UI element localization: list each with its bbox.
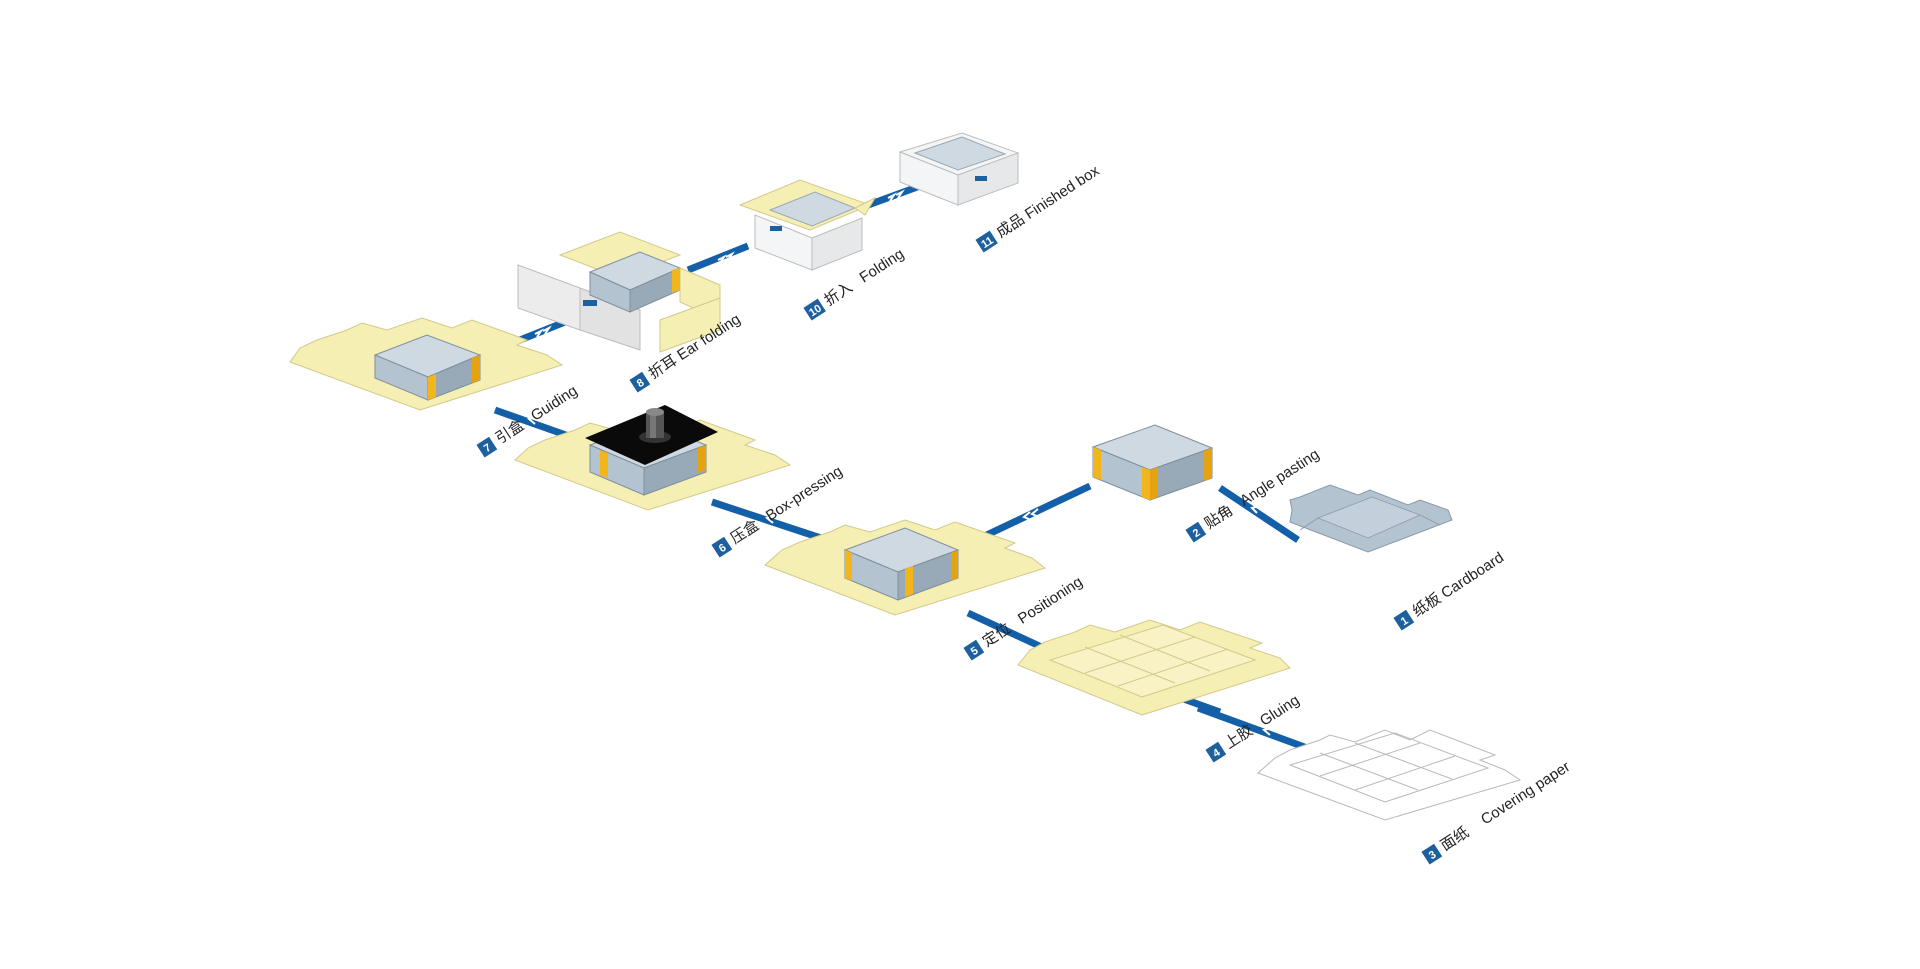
glued-paper-illustration: [1017, 619, 1291, 716]
step-number: 3: [1427, 849, 1439, 862]
step-badge-6: [711, 536, 733, 558]
step-badge-1: [1393, 609, 1415, 631]
positioned-box-illustration: [764, 519, 1047, 616]
press-ram-icon: [639, 408, 671, 443]
covering-paper-illustration: [1257, 729, 1522, 821]
step-badge-5: [963, 639, 985, 661]
flow-line-3-4: [1196, 704, 1320, 756]
chevron-arrow-icon: [1250, 505, 1260, 514]
step-badge-4: [1205, 741, 1227, 763]
step-number: 5: [969, 645, 981, 658]
step-en-label: Gluing: [1257, 692, 1303, 730]
step-zh-label: 面纸: [1438, 824, 1472, 855]
step-en-label: Box-pressing: [763, 463, 846, 525]
angle-pasted-box: [1091, 424, 1214, 501]
step-number: 7: [482, 442, 494, 455]
step-number: 6: [717, 542, 729, 555]
box-pressing-illustration: [514, 405, 792, 511]
step-en-label: Positioning: [1015, 573, 1086, 627]
brand-logo-icon: [770, 226, 782, 231]
chevron-arrow-icon: [725, 251, 735, 261]
step-label-1: 1 纸板 Cardboard: [1393, 549, 1507, 631]
cardboard-illustration: [1289, 484, 1453, 553]
finished-box-illustration: [898, 132, 1020, 206]
step-badge-7: [476, 436, 498, 458]
ear-folding-illustration: [517, 231, 721, 353]
step-badge-2: [1185, 521, 1207, 543]
step-badge-10: [803, 298, 826, 321]
brand-logo-icon: [975, 176, 987, 181]
step-zh-label: 纸板: [1409, 589, 1444, 620]
step-number: 8: [635, 377, 647, 390]
step-en-label: Guiding: [528, 382, 581, 424]
step-en-label: Finished box: [1022, 162, 1103, 223]
chevron-arrow-icon: [526, 416, 537, 425]
step-zh-label: 折耳: [646, 352, 680, 383]
chevron-arrow-icon: [717, 254, 727, 264]
chevron-arrow-icon: [887, 192, 897, 202]
flow-line-1-2: [1218, 485, 1300, 543]
chevron-arrow-icon: [1022, 511, 1032, 521]
chevron-arrow-icon: [764, 515, 775, 524]
step-number: 1: [1399, 615, 1411, 628]
step-zh-label: 折入: [821, 279, 855, 310]
step-number: 10: [807, 302, 824, 319]
flow-line-8-10: [686, 242, 750, 274]
step-zh-label: 贴角: [1202, 502, 1236, 533]
step-number: 11: [979, 235, 995, 251]
step-en-label: Cardboard: [1438, 549, 1507, 602]
flow-line-4b: [966, 609, 1050, 654]
step-zh-label: 压盒: [728, 517, 762, 548]
step-badge-11: [975, 230, 998, 253]
flow-arrows: [526, 189, 1272, 736]
chevron-arrow-icon: [534, 328, 544, 338]
brand-logo-icon: [583, 300, 597, 306]
step-en-label: Folding: [857, 245, 908, 286]
chevron-arrow-icon: [542, 325, 552, 335]
step-zh-label: 成品: [993, 211, 1027, 242]
step-number: 2: [1191, 527, 1203, 540]
step-badge-8: [629, 371, 651, 393]
folding-illustration: [738, 179, 877, 271]
guiding-illustration: [289, 317, 564, 411]
chevron-arrow-icon: [1030, 508, 1040, 518]
step-badge-3: [1421, 843, 1443, 865]
chevron-arrow-icon: [895, 189, 905, 199]
chevron-arrow-icon: [1261, 727, 1272, 736]
